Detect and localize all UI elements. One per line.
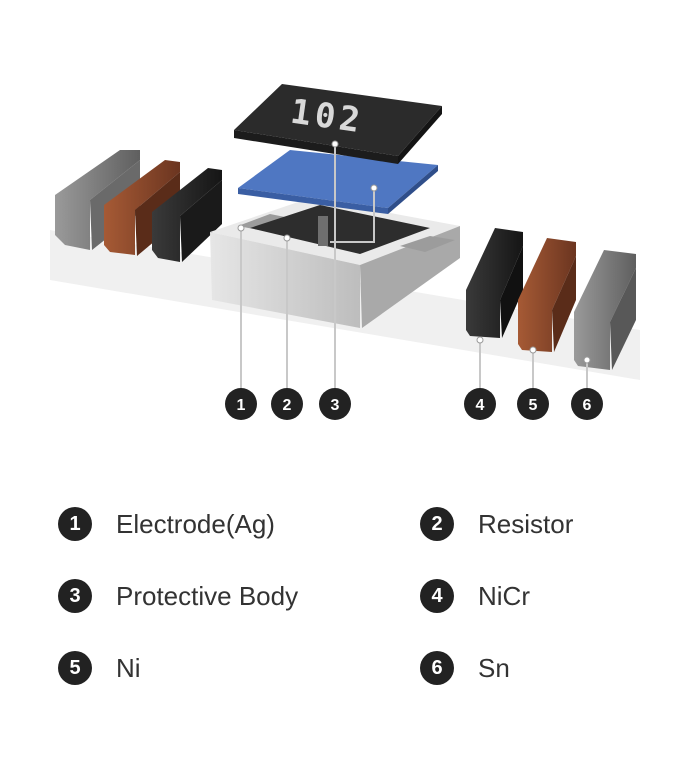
legend-label-ni: Ni (116, 652, 141, 683)
legend-badge-5: 5 (58, 651, 92, 685)
legend-label-electrode: Electrode(Ag) (116, 508, 275, 539)
legend-badge-1: 1 (58, 507, 92, 541)
legend-badge-3: 3 (58, 579, 92, 613)
legend-item-protective-body: 3 Protective Body (58, 576, 298, 616)
callout-3-label: 3 (331, 397, 340, 414)
right-nicr-cap (466, 228, 523, 338)
callout-6-label: 6 (583, 397, 592, 414)
callout-3: 3 (319, 388, 351, 420)
callout-5: 5 (517, 388, 549, 420)
left-nicr-cap (152, 168, 222, 262)
leader-dots (237, 140, 591, 364)
legend-item-nicr: 4 NiCr (420, 576, 530, 616)
callout-1: 1 (225, 388, 257, 420)
resistor-layer (250, 205, 430, 254)
resistor-exploded-diagram: 102 1 2 3 4 (50, 84, 640, 420)
legend-label-sn: Sn (478, 652, 510, 683)
callout-2-label: 2 (283, 397, 292, 414)
callout-4-label: 4 (476, 397, 485, 414)
callout-6: 6 (571, 388, 603, 420)
protective-body: 102 (234, 84, 442, 164)
leader-lines (240, 144, 588, 388)
legend-label-protective-body: Protective Body (116, 580, 299, 611)
callout-5-label: 5 (529, 397, 538, 414)
legend-label-resistor: Resistor (478, 508, 574, 539)
callout-2: 2 (271, 388, 303, 420)
legend-item-resistor: 2 Resistor (420, 504, 573, 544)
callout-4: 4 (464, 388, 496, 420)
legend-badge-4: 4 (420, 579, 454, 613)
right-sn-cap (574, 250, 636, 370)
legend-item-ni: 5 Ni (58, 648, 141, 688)
callout-1-label: 1 (237, 397, 246, 414)
legend-item-electrode: 1 Electrode(Ag) (58, 504, 275, 544)
legend-badge-6: 6 (420, 651, 454, 685)
legend-item-sn: 6 Sn (420, 648, 510, 688)
right-ni-cap (518, 238, 576, 352)
legend-badge-2: 2 (420, 507, 454, 541)
blue-overcoat-layer (238, 150, 438, 214)
legend: 1 Electrode(Ag) 2 Resistor 3 Protective … (0, 500, 680, 700)
legend-label-nicr: NiCr (478, 580, 530, 611)
